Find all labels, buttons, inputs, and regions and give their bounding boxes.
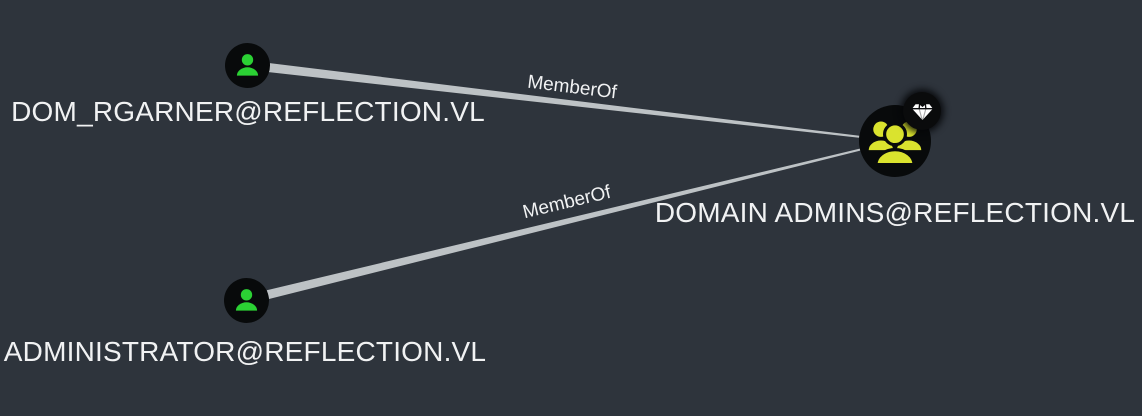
node-circle-domain-admins[interactable] <box>859 92 941 177</box>
user-icon <box>236 54 259 76</box>
node-label-dom-rgarner: DOM_RGARNER@REFLECTION.VL <box>11 96 485 127</box>
user-icon <box>235 289 258 311</box>
node-label-administrator: ADMINISTRATOR@REFLECTION.VL <box>3 336 487 367</box>
gem-icon <box>910 102 934 122</box>
edge-memberof-administrator-to-domain-admins[interactable] <box>266 148 861 299</box>
node-circle-administrator[interactable] <box>224 278 269 323</box>
node-label-domain-admins: DOMAIN ADMINS@REFLECTION.VL <box>654 197 1136 228</box>
gem-badge <box>903 92 941 130</box>
edge-memberof-dom-rgarner-to-domain-admins[interactable] <box>268 63 860 138</box>
node-circle-dom-rgarner[interactable] <box>225 43 270 88</box>
